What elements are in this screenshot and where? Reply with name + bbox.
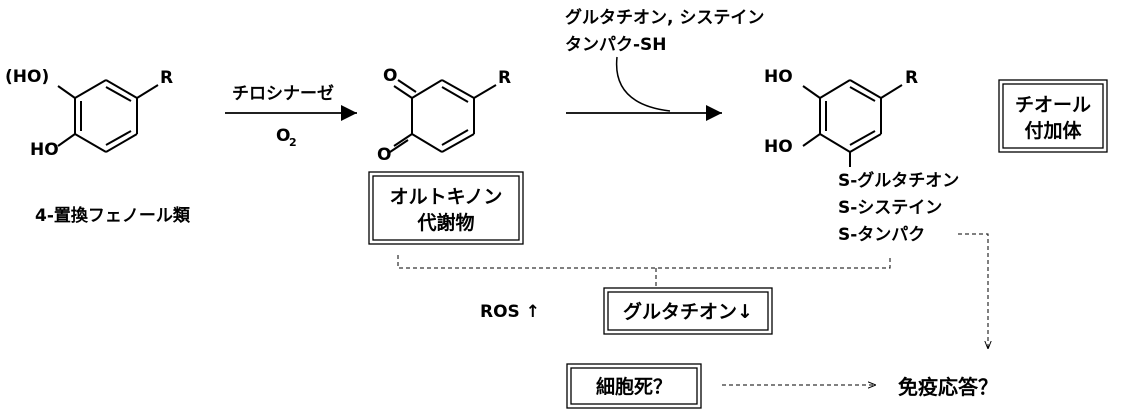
phenol-class-label: 4-置換フェノール類	[35, 205, 191, 226]
reagents-line1: グルタチオン, システイン	[565, 7, 764, 28]
quinone-structure: O O R	[377, 66, 511, 165]
phenol-structure: (HO) R HO 4-置換フェノール類	[5, 67, 191, 226]
s-cysteine-label: S-システイン	[838, 198, 942, 218]
immune-response-label: 免疫応答？	[898, 375, 998, 399]
cell-death-box: 細胞死？	[566, 363, 702, 409]
quinone-o-top-label: O	[383, 66, 397, 86]
bracket-connector	[397, 255, 891, 269]
quinone-ring	[389, 79, 497, 153]
oxygen-label: O	[276, 126, 290, 146]
dashed-connectors	[397, 233, 988, 385]
tyrosinase-reaction-arrow: チロシナーゼ O 2	[225, 83, 357, 149]
quinone-metabolite-box: オルトキノン 代謝物	[368, 171, 524, 245]
phenol-ring	[57, 79, 159, 153]
adduct-oh-bottom-label: HO	[764, 137, 793, 157]
cell-death-label: 細胞死？	[596, 375, 672, 398]
protein-to-immune-arrow	[958, 233, 988, 349]
thiol-adduct-box: チオール 付加体	[998, 79, 1108, 153]
ros-increase-label: ROS ↑	[480, 302, 540, 322]
quinone-o-bottom-label: O	[377, 145, 391, 165]
adduct-box-line1: チオール	[1015, 94, 1091, 116]
reagents-line2: タンパク-SH	[565, 35, 667, 55]
adduct-oh-top-label: HO	[764, 67, 793, 87]
thiol-adduct-structure: HO HO R S-グルタチオン S-システイン S-タンパク	[764, 67, 959, 245]
thiol-addition-arrow: グルタチオン, システイン タンパク-SH	[565, 7, 764, 122]
quinone-r-label: R	[498, 68, 511, 88]
quinone-box-line1: オルトキノン	[390, 186, 503, 208]
oxygen-subscript: 2	[289, 136, 297, 149]
phenol-r-label: R	[160, 68, 173, 88]
phenol-oh-label: HO	[30, 140, 59, 160]
s-protein-label: S-タンパク	[838, 225, 925, 245]
adduct-box-line2: 付加体	[1024, 119, 1082, 142]
quinone-box-line2: 代謝物	[416, 211, 474, 234]
tyrosinase-label: チロシナーゼ	[232, 83, 334, 104]
s-glutathione-label: S-グルタチオン	[838, 170, 959, 191]
glutathione-depletion-label: グルタチオン↓	[623, 300, 753, 323]
glutathione-depletion-box: グルタチオン↓	[603, 287, 773, 335]
adduct-ring	[802, 79, 903, 167]
phenol-oh-optional-label: (HO)	[5, 67, 49, 87]
adduct-r-label: R	[905, 68, 918, 88]
